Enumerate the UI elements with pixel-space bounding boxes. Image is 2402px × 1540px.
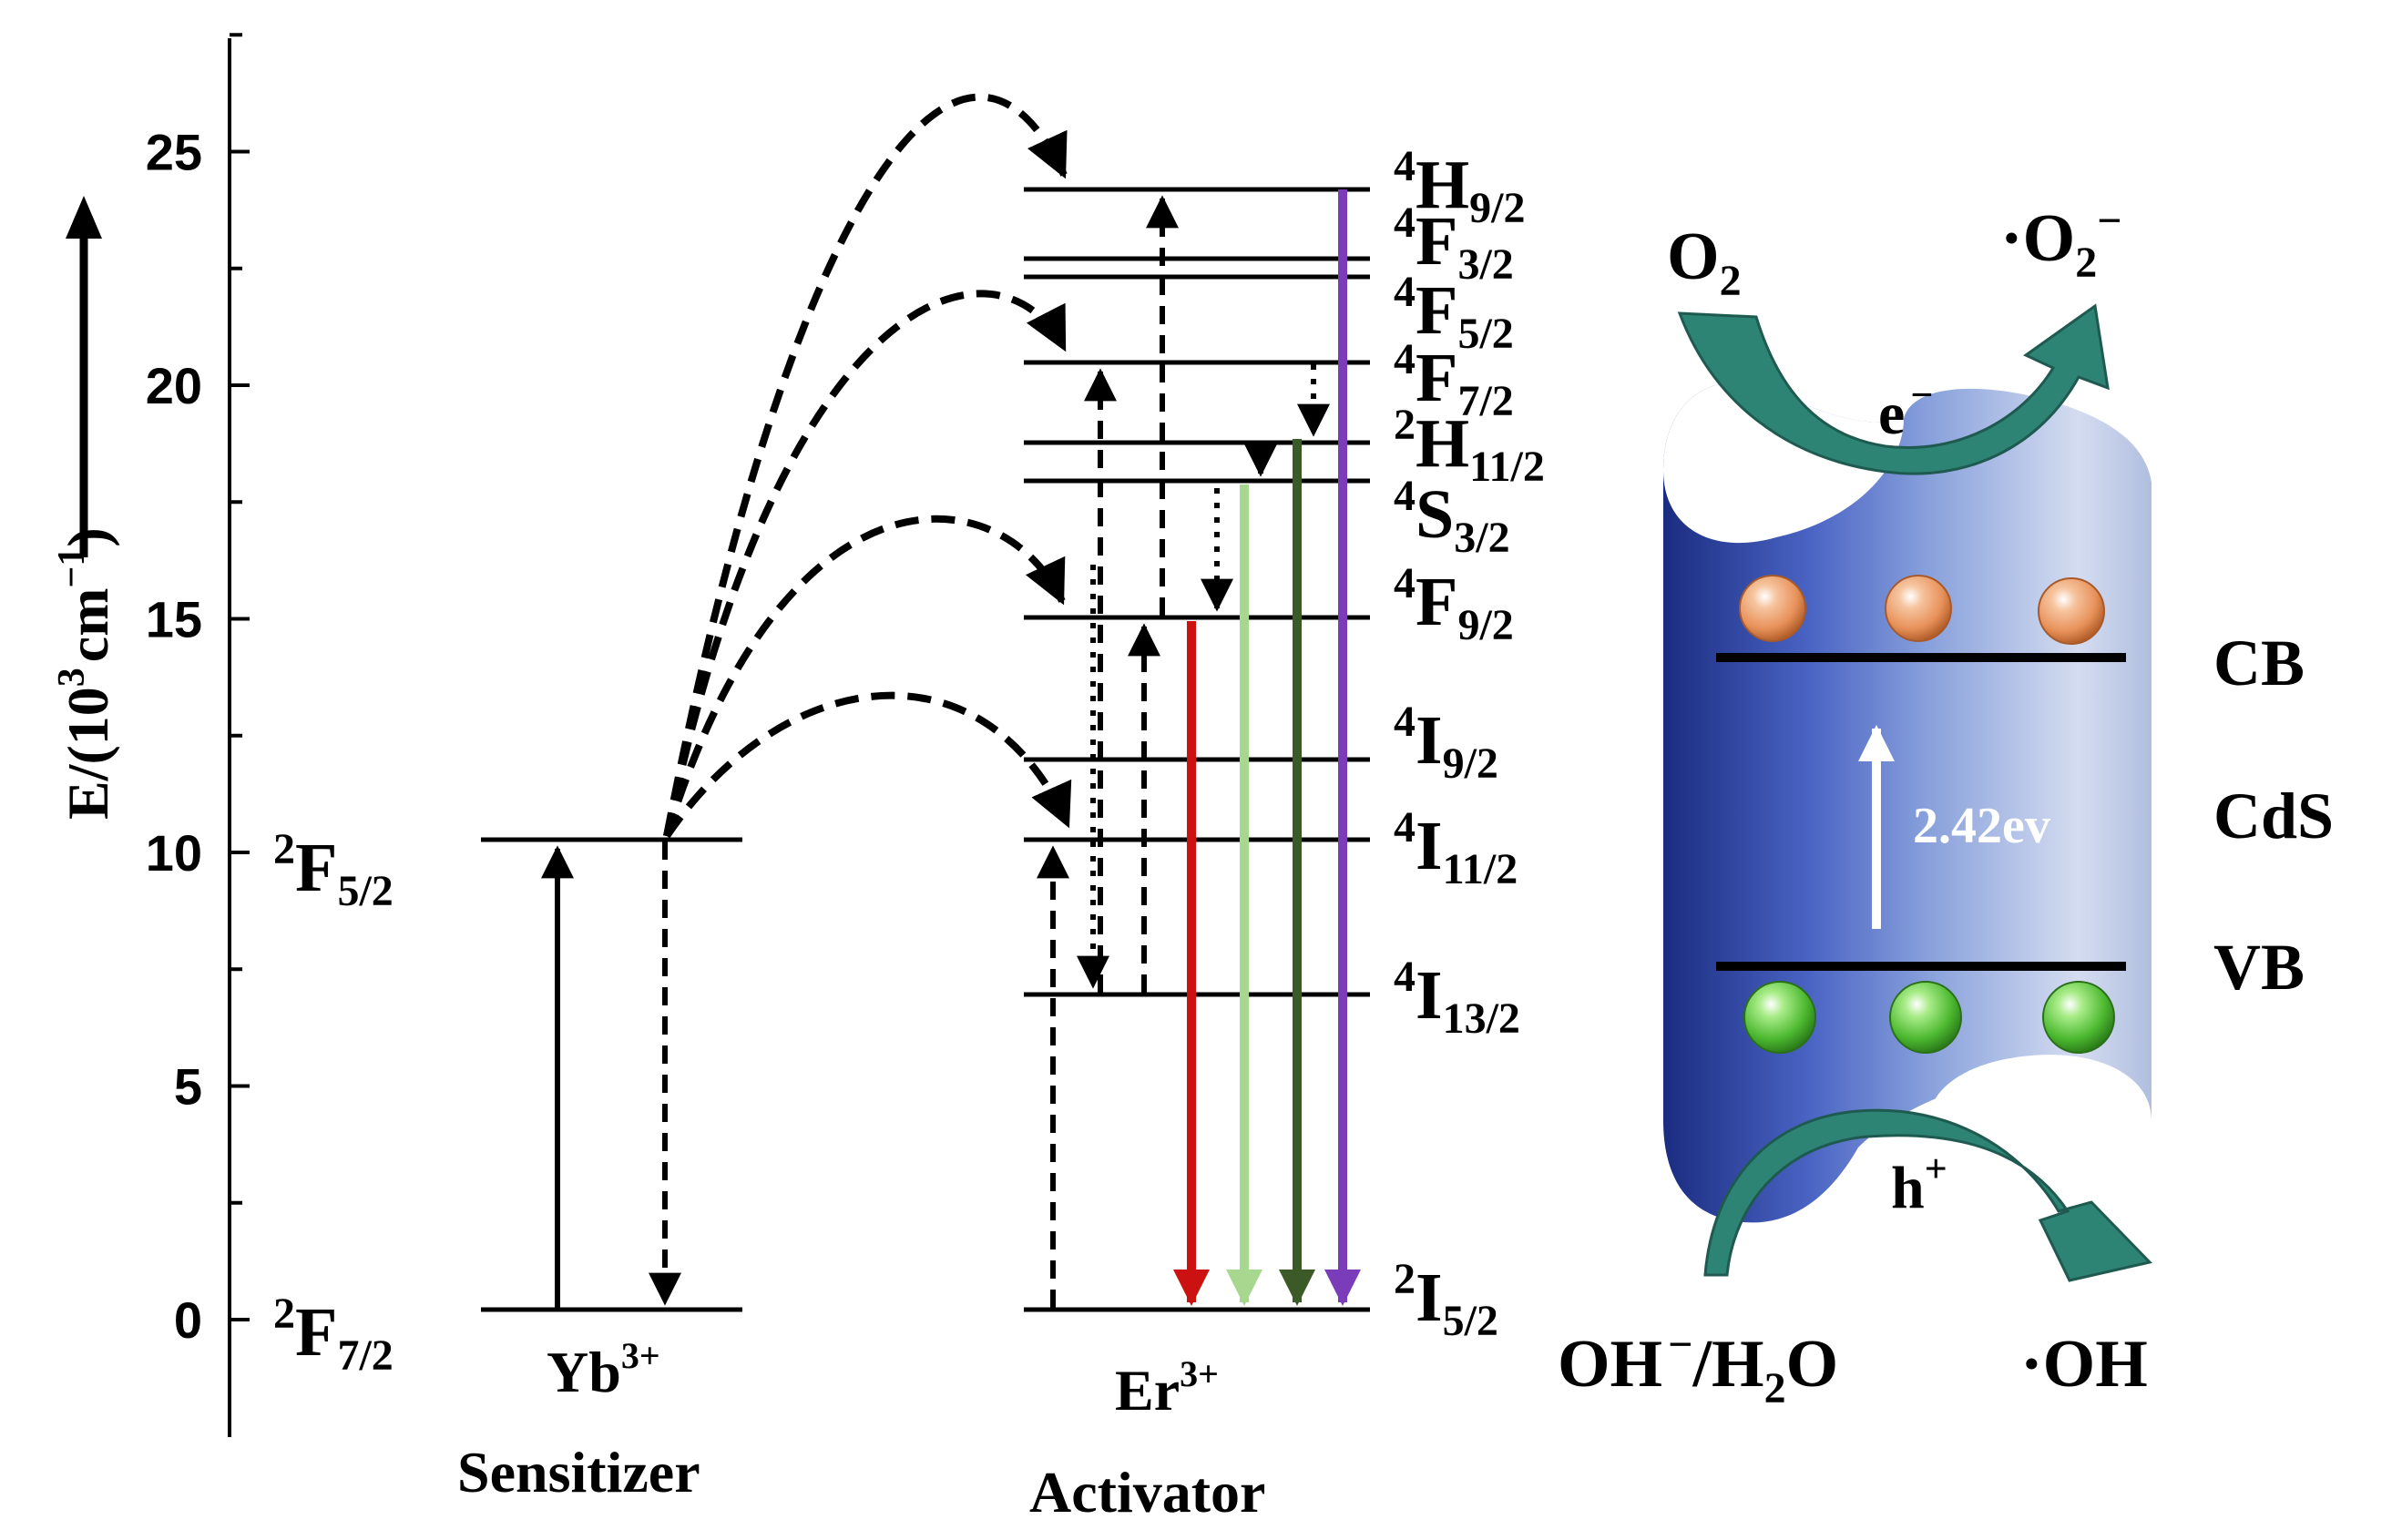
y-axis-ticks: [230, 33, 250, 1321]
yb-role-label: Sensitizer: [457, 1440, 700, 1504]
y-tick-label: 0: [174, 1291, 202, 1349]
cb-label: CB: [2213, 627, 2305, 699]
electron-ball-3: [2038, 577, 2105, 645]
o2-label: O2: [1667, 219, 1742, 305]
er-label-4s32: 4S3/2: [1394, 472, 1510, 562]
electron-label: e−: [1878, 372, 1933, 447]
cds-name-label: CdS: [2213, 780, 2334, 852]
y-tick-label: 5: [174, 1058, 202, 1116]
er-label-4f32: 4F3/2: [1394, 199, 1514, 289]
superoxide-label: ·O2−: [2000, 197, 2122, 287]
et-arrow-to-4f72: [663, 290, 1068, 837]
et-arrow-to-4i112: [663, 691, 1072, 839]
band-gap-label: 2.42ev: [1913, 798, 2050, 854]
energy-transfer-arrows: [663, 93, 1072, 839]
oh-source-label: OH−/H2O: [1558, 1321, 1838, 1413]
er-label-4f52: 4F5/2: [1394, 268, 1514, 358]
er-label-4i112: 4I11/2: [1394, 803, 1518, 893]
er-label-4i92: 4I9/2: [1394, 698, 1498, 788]
yb-levels: [481, 837, 742, 1312]
y-tick-label: 15: [146, 591, 202, 648]
cds-top-cutout: [1663, 382, 1904, 544]
er-label-2i52: 2I5/2: [1394, 1255, 1498, 1345]
cds-labels: CB CdS VB: [2213, 627, 2334, 1004]
hydroxyl-label: ·OH: [2020, 1327, 2148, 1402]
axis-title-main: E/(10: [56, 687, 120, 820]
vb-label: VB: [2213, 931, 2305, 1004]
electron-transfer-arrow: [1677, 303, 2110, 475]
er-label-4f92: 4F9/2: [1394, 559, 1514, 649]
er-label-4i132: 4I13/2: [1394, 953, 1520, 1043]
hole-label: h+: [1891, 1147, 1947, 1221]
er-label-4h92: 4H9/2: [1394, 142, 1525, 232]
yb-ion-label: Yb3+: [547, 1335, 660, 1404]
cds-photocatalyst: 2.42ev: [1663, 303, 2152, 1282]
y-tick-label: 10: [146, 824, 202, 882]
hole-ball-2: [1889, 981, 1962, 1054]
er-levels: [1024, 187, 1370, 1312]
electron-ball-2: [1885, 575, 1952, 642]
er-role-label: Activator: [1029, 1460, 1265, 1525]
energy-up-arrow: [66, 196, 102, 557]
axis-title-exp: 3: [51, 668, 93, 687]
et-arrow-to-4h92: [663, 93, 1068, 837]
y-tick-label: 20: [146, 357, 202, 414]
hole-ball-3: [2042, 981, 2115, 1054]
er-ion-label: Er3+: [1115, 1353, 1219, 1423]
hole-transfer-arrow: [1703, 1108, 2152, 1282]
svg-text:E/(103cm−1): E/(103cm−1): [51, 527, 120, 820]
yb-label-2f72: 2F7/2: [273, 1290, 394, 1380]
et-arrow-to-4f92: [663, 515, 1066, 838]
yb-label-2f52: 2F5/2: [273, 825, 394, 915]
er-level-labels: 4H9/2 4F3/2 4F5/2 4F7/2 2H11/2 4S3/2 4F9…: [1394, 142, 1545, 1345]
er-emissions: [1173, 189, 1361, 1306]
y-tick-label: 25: [146, 124, 202, 181]
er-label-4f72: 4F7/2: [1394, 335, 1514, 425]
y-axis: 0 5 10 15 20 25: [146, 33, 250, 1437]
electron-ball-1: [1739, 575, 1806, 642]
axis-title-tail: cm: [56, 588, 120, 663]
hole-ball-1: [1743, 981, 1816, 1054]
er-label-2h112: 2H11/2: [1394, 401, 1545, 491]
y-axis-title: E/(103cm−1): [51, 527, 120, 820]
y-axis-tick-labels: 0 5 10 15 20 25: [146, 124, 202, 1350]
er-internal-transitions: [1037, 195, 1330, 1308]
